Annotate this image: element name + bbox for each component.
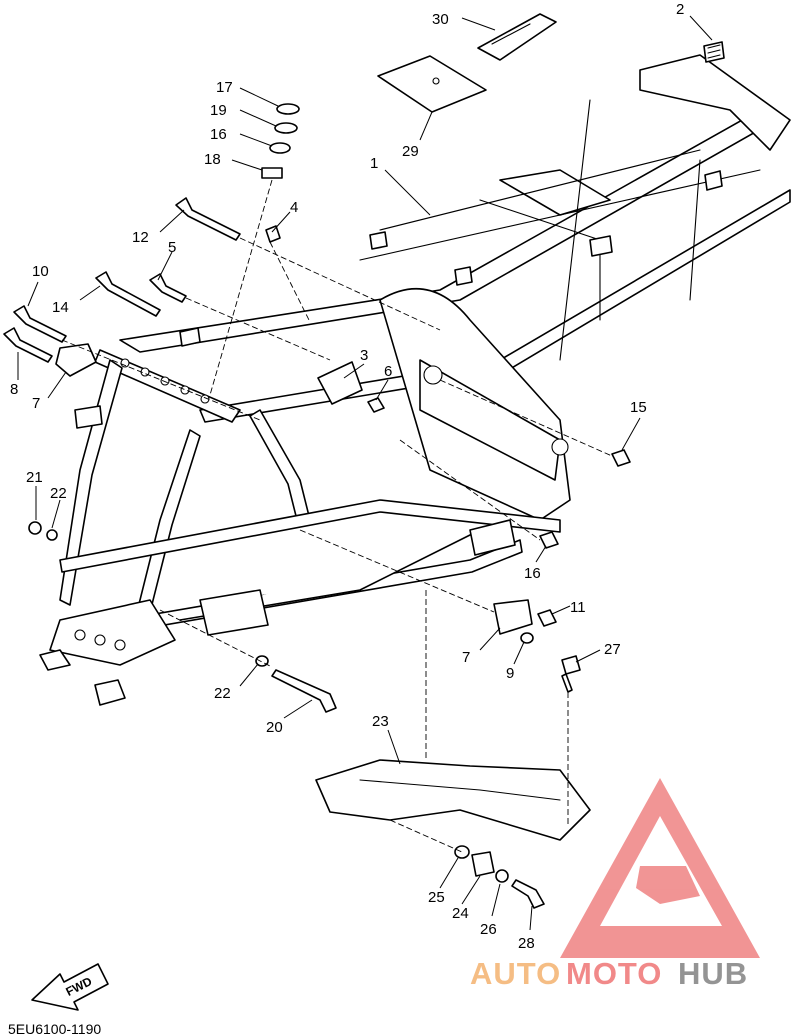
callout-25: 25	[428, 889, 445, 906]
fwd-arrow-icon	[31, 963, 109, 1011]
callout-20: 20	[266, 719, 283, 736]
assembly-lines	[61, 179, 613, 853]
callout-5: 5	[168, 239, 176, 256]
callout-7-left: 7	[32, 395, 40, 412]
callout-labels: 30 2 29 1 17 19 16 18 12 4 5 10 14 8 7 3…	[10, 1, 684, 952]
callout-21: 21	[26, 469, 43, 486]
callout-10: 10	[32, 263, 49, 280]
callout-2: 2	[676, 1, 684, 18]
callout-1: 1	[370, 155, 378, 172]
callout-29: 29	[402, 143, 419, 160]
watermark-logo	[560, 778, 760, 958]
callout-3: 3	[360, 347, 368, 364]
callout-23: 23	[372, 713, 389, 730]
callout-16: 16	[210, 126, 227, 143]
callout-13: 15	[630, 399, 647, 416]
callout-9: 9	[506, 665, 514, 682]
callout-6: 6	[384, 363, 392, 380]
callout-18: 18	[204, 151, 221, 168]
callout-26: 28	[518, 935, 535, 952]
diagram-code: 5EU6100-1190	[8, 1021, 101, 1036]
leader-lines	[17, 15, 713, 931]
callout-28: 27	[604, 641, 621, 658]
watermark: AUTO MOTO HUB	[470, 778, 760, 991]
callout-7-right: 7	[462, 649, 470, 666]
watermark-moto: MOTO	[566, 956, 662, 991]
callout-22-left: 22	[50, 485, 67, 502]
callout-22-center: 22	[214, 685, 231, 702]
callout-8: 8	[10, 381, 18, 398]
callout-14: 14	[52, 299, 69, 316]
watermark-auto: AUTO	[470, 956, 561, 991]
callout-24: 24	[452, 905, 469, 922]
frame-assembly	[39, 54, 791, 706]
small-parts	[3, 13, 725, 909]
callout-11: 11	[570, 599, 586, 616]
callout-4: 4	[290, 199, 298, 216]
callout-30: 30	[432, 11, 449, 28]
callout-15: 16	[524, 565, 541, 582]
forward-arrow: FWD	[31, 963, 109, 1011]
callout-17: 17	[216, 79, 233, 96]
callout-12: 12	[132, 229, 149, 246]
callout-19: 19	[210, 102, 227, 119]
callout-27: 26	[480, 921, 497, 938]
watermark-hub: HUB	[678, 956, 748, 991]
